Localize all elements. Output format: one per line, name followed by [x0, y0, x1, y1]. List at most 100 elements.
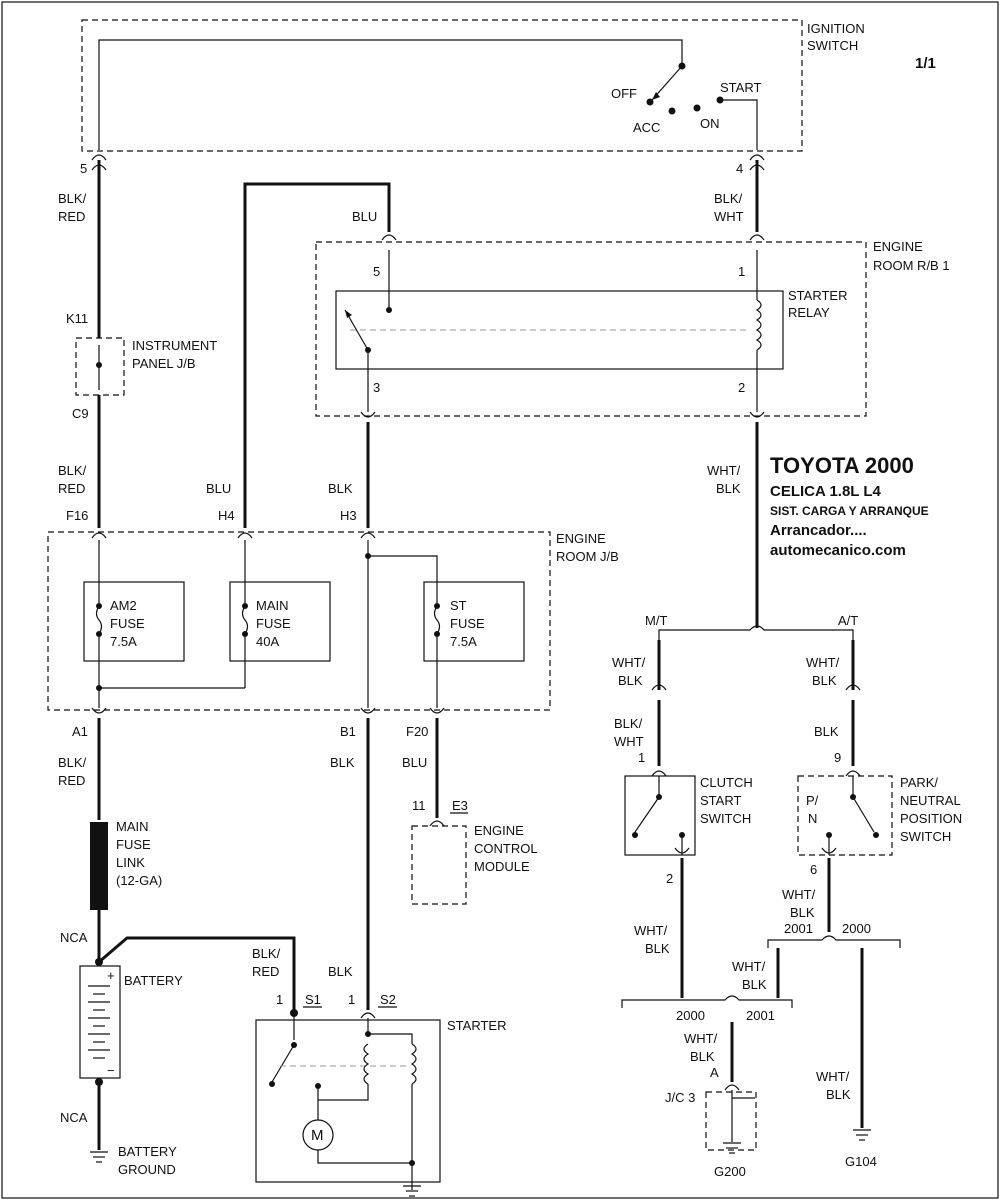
erjb-pin-f20: F20	[406, 724, 428, 739]
relay-pin-1: 1	[738, 264, 745, 279]
wire-label: BLK	[826, 1087, 851, 1102]
instrument-panel-jb-box	[75, 337, 125, 396]
clutch-connector-bottom	[674, 847, 690, 854]
starter-relay-label-1: STARTER	[788, 288, 847, 303]
erjb-label-2: ROOM J/B	[556, 549, 619, 564]
off-contact-dot	[646, 98, 654, 106]
engine-room-jb-box	[47, 531, 551, 711]
st-fuse-label-3: 7.5A	[450, 634, 477, 649]
clutch-start-switch: 1 CLUTCH START SWITCH 2 WHT/ BLK	[624, 750, 753, 998]
wire-label: BLK	[814, 724, 839, 739]
connector-relay-3	[360, 411, 376, 418]
ecm-connector: E3	[452, 798, 468, 813]
wire-label: NCA	[60, 930, 88, 945]
connector-h3	[360, 532, 376, 539]
wire-label: BLK/	[58, 755, 87, 770]
wire-label: WHT/	[732, 959, 766, 974]
upper-wire-labels: BLK/ RED BLU BLK/ WHT BLK/ RED BLU BLK W…	[58, 191, 744, 496]
jc3-split: 2000 2001 WHT/ BLK A J/C 3 G200	[621, 995, 793, 1179]
wire-label: BLK	[716, 481, 741, 496]
wire-label: NCA	[60, 1110, 88, 1125]
connector-b1	[360, 707, 376, 714]
connector-f16	[91, 532, 107, 539]
erjb-label-1: ENGINE	[556, 531, 606, 546]
wire-label: BLK/	[58, 191, 87, 206]
jc3-box	[705, 1091, 757, 1151]
pnp-label-2: NEUTRAL	[900, 793, 961, 808]
clutch-pin-top: 1	[638, 750, 645, 765]
main-fuse-link: MAIN FUSE LINK (12-GA)	[90, 819, 162, 910]
relay-coil-icon	[755, 299, 762, 351]
main-fuse-box	[229, 581, 331, 662]
wire-label: WHT/	[782, 887, 816, 902]
motor-feed	[317, 1084, 369, 1120]
title-line-2: CELICA 1.8L L4	[770, 483, 882, 500]
relay-contact-dot	[386, 307, 392, 313]
main-wires	[97, 160, 759, 1150]
st-fuse-label-2: FUSE	[450, 616, 485, 631]
wire-label: WHT/	[634, 923, 668, 938]
year-label: 2001	[784, 921, 813, 936]
pnp-year-bracket	[767, 935, 901, 948]
title-line-1: TOYOTA 2000	[770, 453, 914, 478]
main-fuse-label-3: 40A	[256, 634, 279, 649]
clutch-switch-box	[624, 775, 696, 856]
title-line-5: automecanico.com	[770, 542, 906, 559]
wire-label: RED	[58, 209, 85, 224]
pnp-pin-bottom: 6	[810, 862, 817, 877]
engine-room-jb: ENGINE ROOM J/B F16 H4 H3 A1 B1 F20 AM2 …	[47, 508, 619, 739]
starter: BLK/ RED BLK 1 S1 1 S2 STARTER M	[252, 946, 506, 1197]
wire-label: WHT/	[612, 655, 646, 670]
mt-connector-mark	[651, 684, 667, 691]
title-line-3: SIST. CARGA Y ARRANQUE	[770, 504, 929, 518]
pnp-year-split: 2001 2000 WHT/ BLK	[732, 921, 901, 1128]
st-fuse-label-1: ST	[450, 598, 467, 613]
battery-ground-label-1: BATTERY	[118, 1144, 177, 1159]
ignition-switch-label-2: SWITCH	[807, 38, 858, 53]
pnp-blade	[852, 796, 875, 833]
battery-minus-sign: −	[107, 1063, 115, 1078]
relay-pin-3: 3	[373, 380, 380, 395]
start-label: START	[720, 80, 761, 95]
wire-label: WHT/	[684, 1031, 718, 1046]
solenoid-pivot-dot	[269, 1081, 275, 1087]
connector-f20	[429, 707, 445, 714]
erjb-pin-h4: H4	[218, 508, 235, 523]
ipjb-pin-top: K11	[66, 311, 88, 326]
wire-label: WHT/	[707, 463, 741, 478]
battery-pos-dot	[95, 958, 103, 966]
motor-ground	[317, 1150, 412, 1164]
st-fuse-icon	[433, 605, 441, 635]
wire-label: BLU	[206, 481, 231, 496]
hold-in-coil-icon	[410, 1043, 417, 1085]
jc3-connector	[724, 1084, 740, 1091]
ignition-pin-5: 5	[80, 161, 87, 176]
erjb-pin-b1: B1	[340, 724, 356, 739]
wire-label: RED	[58, 773, 85, 788]
ignition-internal-wire	[98, 39, 683, 150]
battery-cells-icon	[88, 985, 110, 1059]
acc-label: ACC	[633, 120, 660, 135]
wire-label: WHT	[614, 734, 644, 749]
wire-label: WHT/	[806, 655, 840, 670]
starter-conn-s1: S1	[305, 992, 321, 1007]
transmission-split: M/T A/T WHT/ BLK BLK/ WHT WHT/ BLK BLK	[612, 613, 861, 766]
ipjb-label-1: INSTRUMENT	[132, 338, 217, 353]
wire-label: BLK	[645, 941, 670, 956]
wire-battery-to-starter	[98, 936, 296, 1010]
starter-pin-s2: 1	[348, 992, 355, 1007]
wire-label: BLK	[330, 755, 355, 770]
lower-year-bracket	[621, 995, 793, 1008]
wire-label: RED	[58, 481, 85, 496]
wire-blu-relay-to-h4	[243, 182, 391, 528]
starter-pin-s1: 1	[276, 992, 283, 1007]
am2-label-3: 7.5A	[110, 634, 137, 649]
mt-label: M/T	[645, 613, 667, 628]
relay-pin-2: 2	[738, 380, 745, 395]
on-label: ON	[700, 116, 720, 131]
fuse-link-label-2: FUSE	[116, 837, 151, 852]
ignition-switch: IGNITION SWITCH 1/1 OFF ACC ON START 5 4	[80, 19, 936, 176]
jc3-label: J/C 3	[665, 1090, 695, 1105]
on-contact-dot	[693, 104, 701, 112]
wire-label: BLK/	[714, 191, 743, 206]
